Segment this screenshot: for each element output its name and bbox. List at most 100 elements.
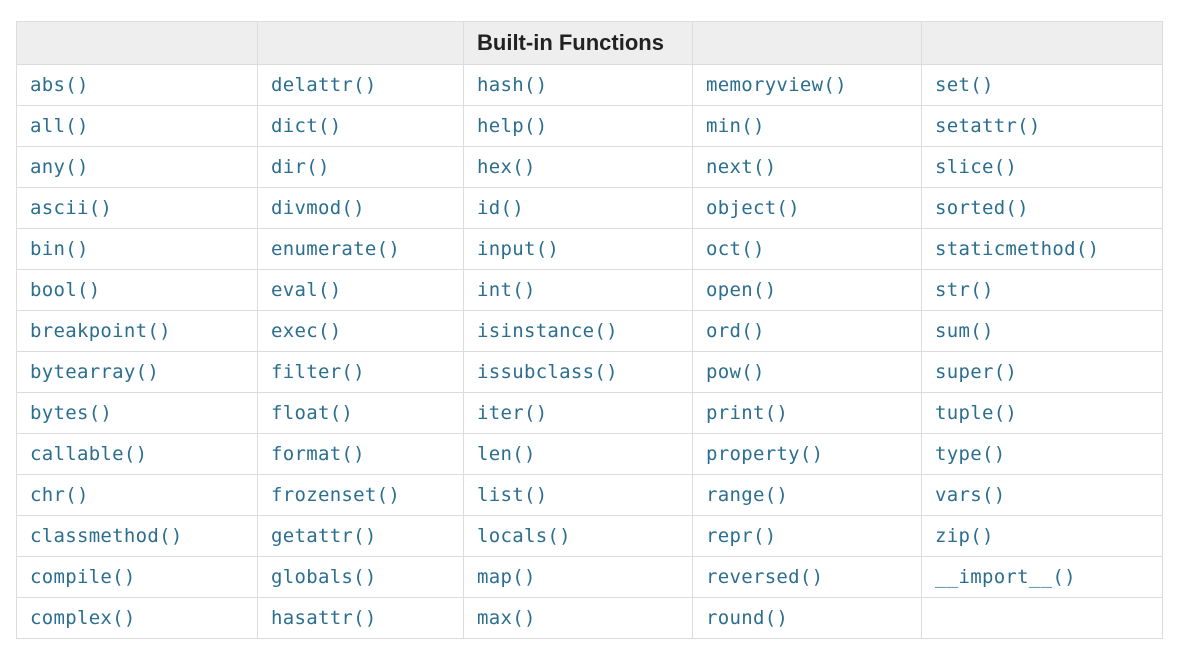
table-cell: divmod(): [257, 187, 464, 229]
function-link[interactable]: memoryview(): [706, 74, 847, 96]
table-row: chr() frozenset() list() range() vars(): [16, 474, 1163, 516]
table-cell: len(): [463, 433, 693, 475]
table-row: all() dict() help() min() setattr(): [16, 105, 1163, 147]
table-cell: memoryview(): [692, 64, 922, 106]
function-link[interactable]: abs(): [30, 74, 89, 96]
function-link[interactable]: filter(): [271, 361, 365, 383]
function-link[interactable]: hasattr(): [271, 607, 377, 629]
function-link[interactable]: zip(): [935, 525, 994, 547]
table-cell: chr(): [16, 474, 258, 516]
function-link[interactable]: super(): [935, 361, 1018, 383]
function-link[interactable]: dir(): [271, 156, 330, 178]
function-link[interactable]: reversed(): [706, 566, 824, 588]
table-row: abs() delattr() hash() memoryview() set(): [16, 64, 1163, 106]
header-cell-empty: [257, 21, 464, 65]
table-row: bytes() float() iter() print() tuple(): [16, 392, 1163, 434]
table-cell: id(): [463, 187, 693, 229]
function-link[interactable]: tuple(): [935, 402, 1018, 424]
table-cell: dict(): [257, 105, 464, 147]
table-cell: complex(): [16, 597, 258, 639]
function-link[interactable]: iter(): [477, 402, 548, 424]
table-cell: open(): [692, 269, 922, 311]
function-link[interactable]: issubclass(): [477, 361, 618, 383]
function-link[interactable]: set(): [935, 74, 994, 96]
table-cell: hash(): [463, 64, 693, 106]
function-link[interactable]: object(): [706, 197, 800, 219]
function-link[interactable]: float(): [271, 402, 354, 424]
function-link[interactable]: min(): [706, 115, 765, 137]
function-link[interactable]: locals(): [477, 525, 571, 547]
table-row: ascii() divmod() id() object() sorted(): [16, 187, 1163, 229]
table-row: bin() enumerate() input() oct() staticmethod…: [16, 228, 1163, 270]
function-link[interactable]: dict(): [271, 115, 342, 137]
function-link[interactable]: next(): [706, 156, 777, 178]
table-cell: help(): [463, 105, 693, 147]
function-link[interactable]: format(): [271, 443, 365, 465]
function-link[interactable]: list(): [477, 484, 548, 506]
table-cell: int(): [463, 269, 693, 311]
function-link[interactable]: repr(): [706, 525, 777, 547]
table-row: compile() globals() map() reversed() __impor…: [16, 556, 1163, 598]
table-cell: reversed(): [692, 556, 922, 598]
function-link[interactable]: pow(): [706, 361, 765, 383]
function-link[interactable]: slice(): [935, 156, 1018, 178]
function-link[interactable]: globals(): [271, 566, 377, 588]
function-link[interactable]: bytearray(): [30, 361, 160, 383]
function-link[interactable]: property(): [706, 443, 824, 465]
function-link[interactable]: sorted(): [935, 197, 1029, 219]
function-link[interactable]: hash(): [477, 74, 548, 96]
function-link[interactable]: oct(): [706, 238, 765, 260]
table-cell: min(): [692, 105, 922, 147]
function-link[interactable]: delattr(): [271, 74, 377, 96]
function-link[interactable]: help(): [477, 115, 548, 137]
table-cell: hex(): [463, 146, 693, 188]
table-cell: next(): [692, 146, 922, 188]
function-link[interactable]: getattr(): [271, 525, 377, 547]
function-link[interactable]: sum(): [935, 320, 994, 342]
function-link[interactable]: ascii(): [30, 197, 113, 219]
function-link[interactable]: staticmethod(): [935, 238, 1100, 260]
function-link[interactable]: bin(): [30, 238, 89, 260]
function-link[interactable]: classmethod(): [30, 525, 183, 547]
function-link[interactable]: compile(): [30, 566, 136, 588]
header-row: Built-in Functions: [16, 21, 1163, 65]
function-link[interactable]: setattr(): [935, 115, 1041, 137]
function-link[interactable]: open(): [706, 279, 777, 301]
function-link[interactable]: all(): [30, 115, 89, 137]
function-link[interactable]: int(): [477, 279, 536, 301]
function-link[interactable]: type(): [935, 443, 1006, 465]
function-link[interactable]: round(): [706, 607, 789, 629]
function-link[interactable]: ord(): [706, 320, 765, 342]
function-link[interactable]: len(): [477, 443, 536, 465]
function-link[interactable]: any(): [30, 156, 89, 178]
function-link[interactable]: divmod(): [271, 197, 365, 219]
function-link[interactable]: complex(): [30, 607, 136, 629]
table-cell: tuple(): [921, 392, 1163, 434]
function-link[interactable]: bytes(): [30, 402, 113, 424]
function-link[interactable]: chr(): [30, 484, 89, 506]
function-link[interactable]: print(): [706, 402, 789, 424]
function-link[interactable]: map(): [477, 566, 536, 588]
table-cell: float(): [257, 392, 464, 434]
function-link[interactable]: frozenset(): [271, 484, 401, 506]
function-link[interactable]: max(): [477, 607, 536, 629]
function-link[interactable]: vars(): [935, 484, 1006, 506]
table-cell: abs(): [16, 64, 258, 106]
function-link[interactable]: exec(): [271, 320, 342, 342]
table-row: classmethod() getattr() locals() repr() zip(…: [16, 515, 1163, 557]
function-link[interactable]: enumerate(): [271, 238, 401, 260]
function-link[interactable]: str(): [935, 279, 994, 301]
function-link[interactable]: eval(): [271, 279, 342, 301]
function-link[interactable]: isinstance(): [477, 320, 618, 342]
function-link[interactable]: input(): [477, 238, 560, 260]
function-link[interactable]: hex(): [477, 156, 536, 178]
function-link[interactable]: breakpoint(): [30, 320, 171, 342]
function-link[interactable]: range(): [706, 484, 789, 506]
table-cell: frozenset(): [257, 474, 464, 516]
function-link[interactable]: id(): [477, 197, 524, 219]
function-link[interactable]: callable(): [30, 443, 148, 465]
function-link[interactable]: bool(): [30, 279, 101, 301]
function-link[interactable]: __import__(): [935, 566, 1076, 588]
header-cell-empty: [921, 21, 1163, 65]
table-cell: max(): [463, 597, 693, 639]
